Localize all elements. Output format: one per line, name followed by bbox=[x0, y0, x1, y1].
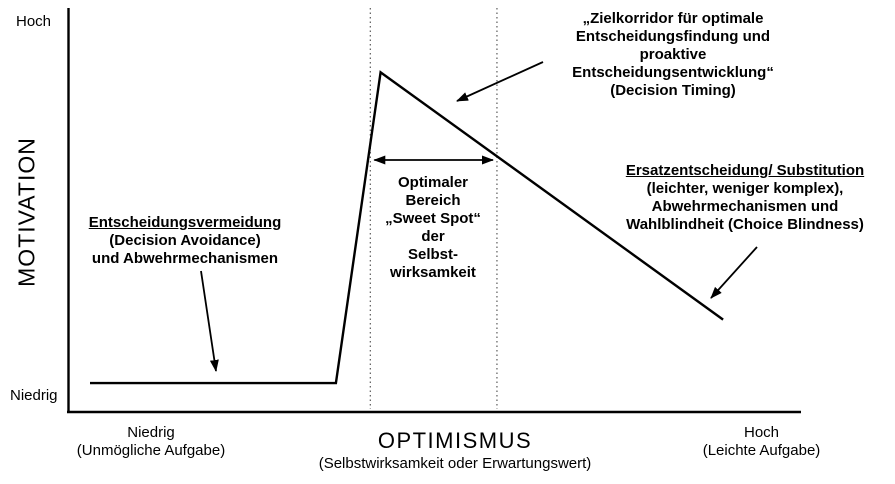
annotation-line: (Decision Timing) bbox=[610, 82, 736, 99]
annotation-substitution: Ersatzentscheidung/ Substitution (leicht… bbox=[612, 162, 878, 234]
x-tick-left-sublabel: (Unmögliche Aufgabe) bbox=[76, 442, 226, 459]
annotation-line: Wahlblindheit (Choice Blindness) bbox=[626, 216, 864, 233]
x-axis-sublabel: (Selbstwirksamkeit oder Erwartungswert) bbox=[318, 455, 592, 472]
annotation-line: „Zielkorridor für optimale bbox=[582, 10, 764, 27]
annotation-line: Selbst- bbox=[407, 246, 458, 263]
annotation-line: Entscheidungsentwicklung“ bbox=[572, 64, 774, 81]
y-axis-label: MOTIVATION bbox=[13, 137, 40, 287]
x-tick-left: Niedrig (Unmögliche Aufgabe) bbox=[71, 424, 231, 460]
x-tick-right: Hoch (Leichte Aufgabe) bbox=[679, 424, 844, 460]
annotation-line: (Decision Avoidance) bbox=[109, 232, 261, 249]
annotation-line: Entscheidungsfindung und bbox=[575, 28, 771, 45]
annotation-decision-timing: „Zielkorridor für optimale Entscheidungs… bbox=[563, 10, 783, 100]
motivation-curve bbox=[90, 70, 724, 385]
y-tick-hoch: Hoch bbox=[16, 13, 52, 30]
x-tick-right-label: Hoch bbox=[743, 424, 780, 441]
arrow-to-flat-segment-icon bbox=[200, 270, 219, 372]
annotation-line: Abwehrmechanismen und bbox=[651, 198, 839, 215]
annotation-line: der bbox=[421, 228, 445, 245]
arrow-to-curve-end-icon bbox=[710, 246, 758, 299]
annotation-line: (leichter, weniger komplex), bbox=[646, 180, 844, 197]
x-tick-left-label: Niedrig bbox=[127, 424, 175, 441]
annotation-line: „Sweet Spot“ bbox=[385, 210, 481, 227]
x-axis-label: OPTIMISMUS bbox=[377, 428, 533, 453]
annotation-line: Entscheidungsvermeidung bbox=[88, 214, 282, 231]
annotation-line: proaktive bbox=[639, 46, 707, 63]
annotation-line: Optimaler bbox=[397, 174, 469, 191]
annotation-decision-avoidance: Entscheidungsvermeidung (Decision Avoida… bbox=[78, 214, 292, 268]
annotation-line: Ersatzentscheidung/ Substitution bbox=[625, 162, 865, 179]
arrow-to-declining-segment-icon bbox=[456, 61, 544, 102]
annotation-line: Bereich bbox=[405, 192, 461, 209]
annotation-sweet-spot: Optimaler Bereich „Sweet Spot“ der Selbs… bbox=[372, 174, 494, 282]
annotation-line: und Abwehrmechanismen bbox=[91, 250, 279, 267]
annotation-line: wirksamkeit bbox=[390, 264, 476, 281]
y-tick-niedrig: Niedrig bbox=[10, 387, 58, 404]
x-tick-right-sublabel: (Leichte Aufgabe) bbox=[702, 442, 821, 459]
